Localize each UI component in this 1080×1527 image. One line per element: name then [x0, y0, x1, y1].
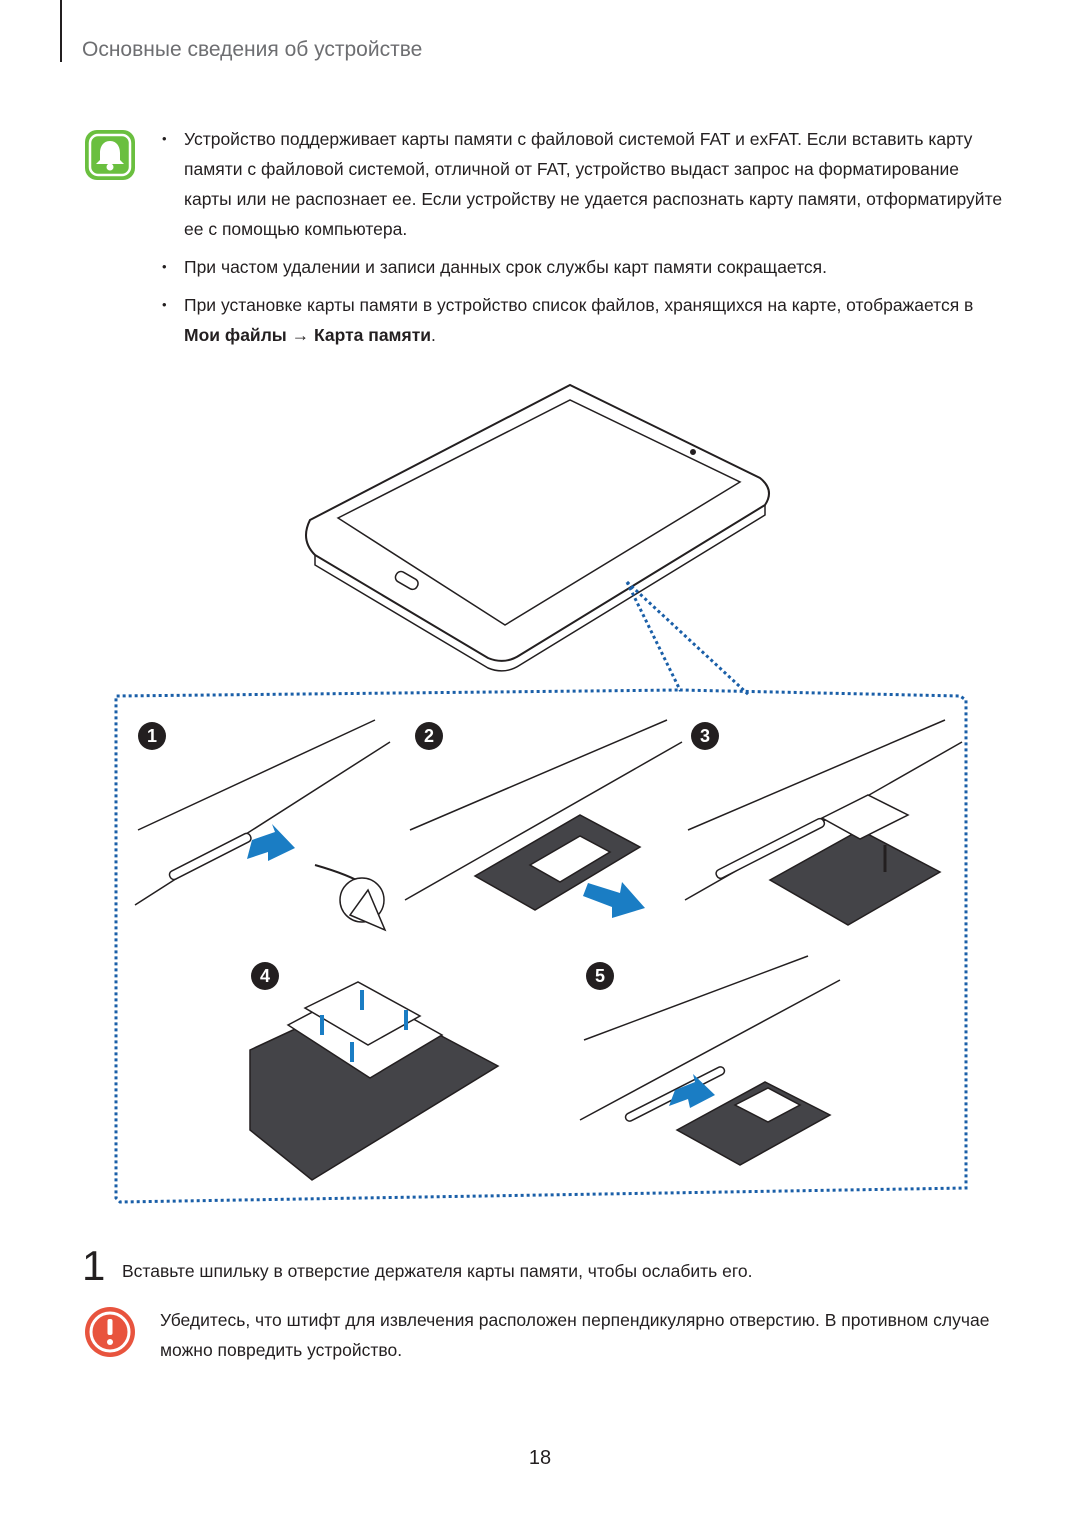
step-badge-3: 3 — [700, 726, 710, 746]
notes-list: Устройство поддерживает карты памяти с ф… — [160, 124, 1010, 358]
step-badge-4: 4 — [260, 966, 270, 986]
panel-2 — [404, 719, 683, 911]
step-badge-5: 5 — [595, 966, 605, 986]
page-number: 18 — [528, 1447, 552, 1469]
tablet-drawing — [305, 383, 770, 672]
insert-arrow-5 — [669, 1074, 715, 1108]
header-rule — [60, 0, 62, 62]
memory-card-illustration: 1 2 3 4 5 — [114, 383, 968, 1204]
menu-path-my-files: Мои файлы — [184, 325, 287, 345]
step-badge-1: 1 — [147, 726, 157, 746]
note-item: При частом удалении и записи данных срок… — [160, 252, 1010, 282]
bell-icon — [85, 130, 135, 180]
step-text: Вставьте шпильку в отверстие держателя к… — [122, 1261, 753, 1281]
panel-5 — [579, 955, 841, 1166]
step-number: 1 — [82, 1242, 106, 1289]
exclamation-icon — [85, 1307, 135, 1357]
note-item: Устройство поддерживает карты памяти с ф… — [160, 124, 1010, 244]
eject-arrow — [583, 882, 645, 918]
step-badge-2: 2 — [424, 726, 434, 746]
note-item: При установке карты памяти в устройство … — [160, 290, 1010, 350]
warning-text: Убедитесь, что штифт для извлечения расп… — [160, 1310, 990, 1360]
section-header: Основные сведения об устройстве — [82, 38, 423, 61]
panel-1 — [134, 719, 391, 932]
menu-path-memory-card: Карта памяти — [314, 325, 432, 345]
panel-4 — [249, 981, 500, 1181]
panel-3 — [684, 719, 963, 926]
insert-arrow — [247, 824, 295, 861]
step-badges: 1 2 3 4 5 — [138, 722, 719, 990]
